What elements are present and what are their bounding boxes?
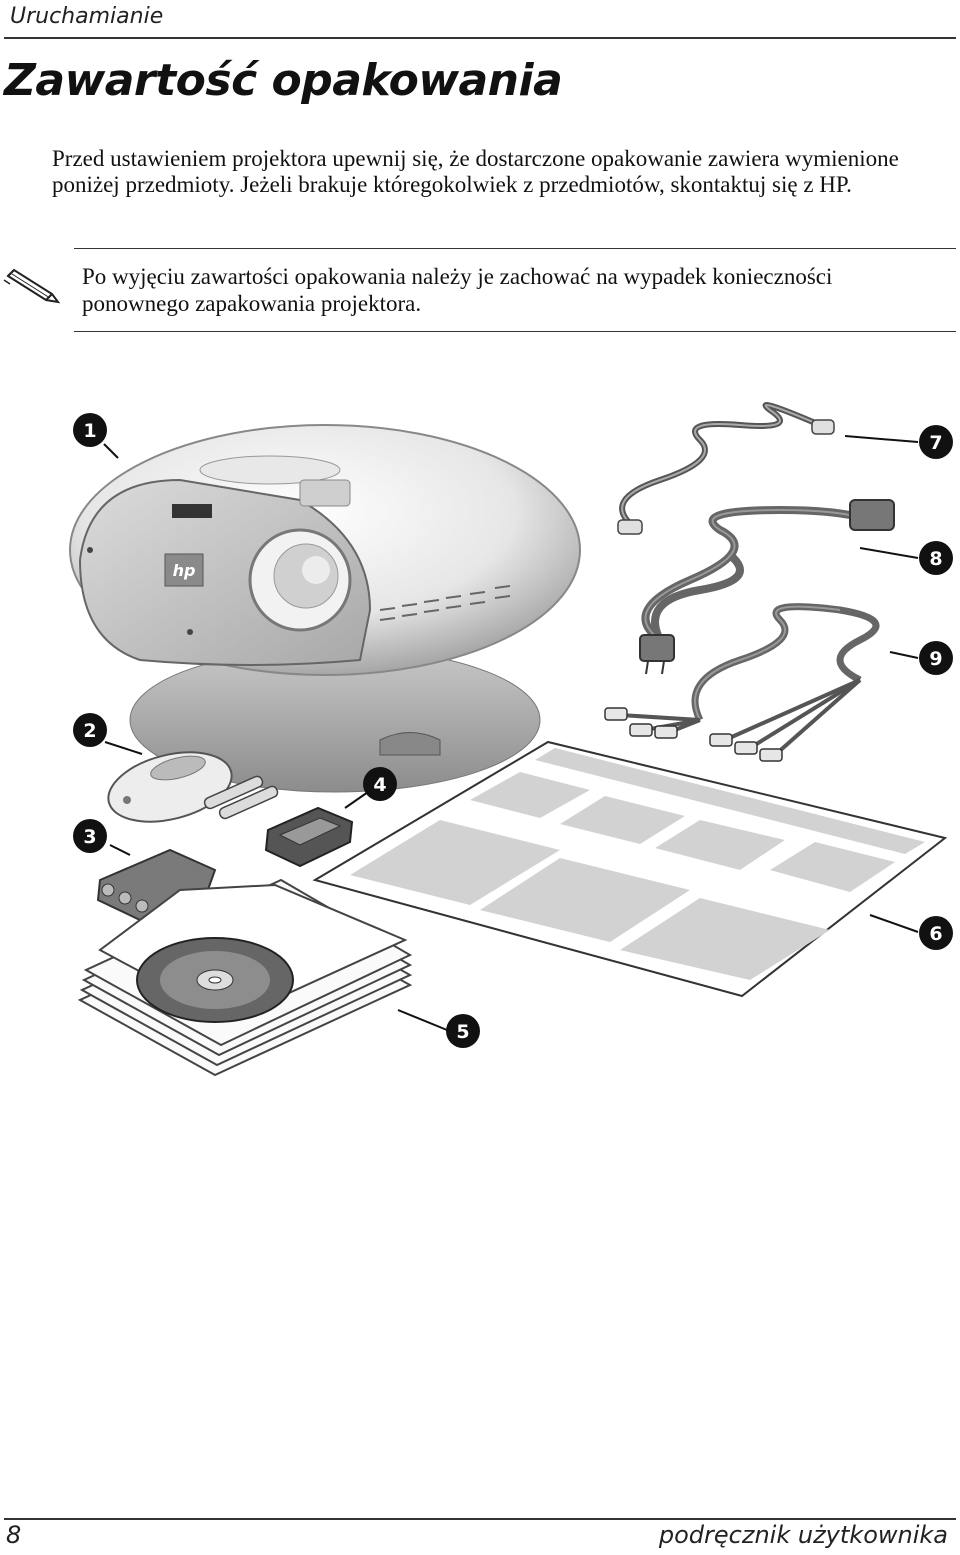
svg-text:7: 7 <box>929 432 942 454</box>
callout-leaders <box>103 435 919 1031</box>
note-divider-top <box>74 248 956 249</box>
footer-doc-title: podręcznik użytkownika <box>658 1521 948 1549</box>
page-title: Zawartość opakowania <box>4 55 563 106</box>
callout-7: 7 <box>919 425 953 459</box>
callout-8: 8 <box>919 541 953 575</box>
intro-paragraph: Przed ustawieniem projektora upewnij się… <box>52 146 899 197</box>
header-divider <box>4 37 956 39</box>
footer-divider <box>4 1518 956 1520</box>
callout-4: 4 <box>363 767 397 801</box>
callout-6: 6 <box>919 916 953 950</box>
svg-text:6: 6 <box>929 923 942 945</box>
svg-text:2: 2 <box>83 720 96 742</box>
svideo-cable-drawing <box>617 402 835 535</box>
package-contents-illustration: hp <box>69 402 953 1077</box>
svg-text:3: 3 <box>83 826 96 848</box>
callout-1: 1 <box>73 413 107 447</box>
video-adapter-drawing <box>264 806 354 868</box>
manuals-and-cd-drawing <box>77 878 413 1077</box>
setup-poster-drawing <box>312 740 948 998</box>
note-divider-bottom <box>74 331 956 332</box>
hp-logo: hp <box>173 561 196 580</box>
svg-text:1: 1 <box>83 420 96 442</box>
callout-9: 9 <box>919 641 953 675</box>
callout-3: 3 <box>73 819 107 853</box>
svg-text:8: 8 <box>929 548 942 570</box>
callout-5: 5 <box>446 1014 480 1048</box>
callout-2: 2 <box>73 713 107 747</box>
projector-drawing: hp <box>69 424 581 793</box>
power-cord-drawing <box>639 499 895 675</box>
composite-cable-drawing <box>604 603 880 762</box>
pencil-note-icon <box>3 268 61 304</box>
running-header: Uruchamianie <box>10 4 164 29</box>
note-text: Po wyjęciu zawartości opakowania należy … <box>82 264 833 316</box>
svg-text:9: 9 <box>929 648 942 670</box>
page-number: 8 <box>6 1521 22 1549</box>
svg-text:4: 4 <box>373 774 386 796</box>
remote-control-drawing <box>107 751 279 823</box>
svg-text:5: 5 <box>456 1021 469 1043</box>
